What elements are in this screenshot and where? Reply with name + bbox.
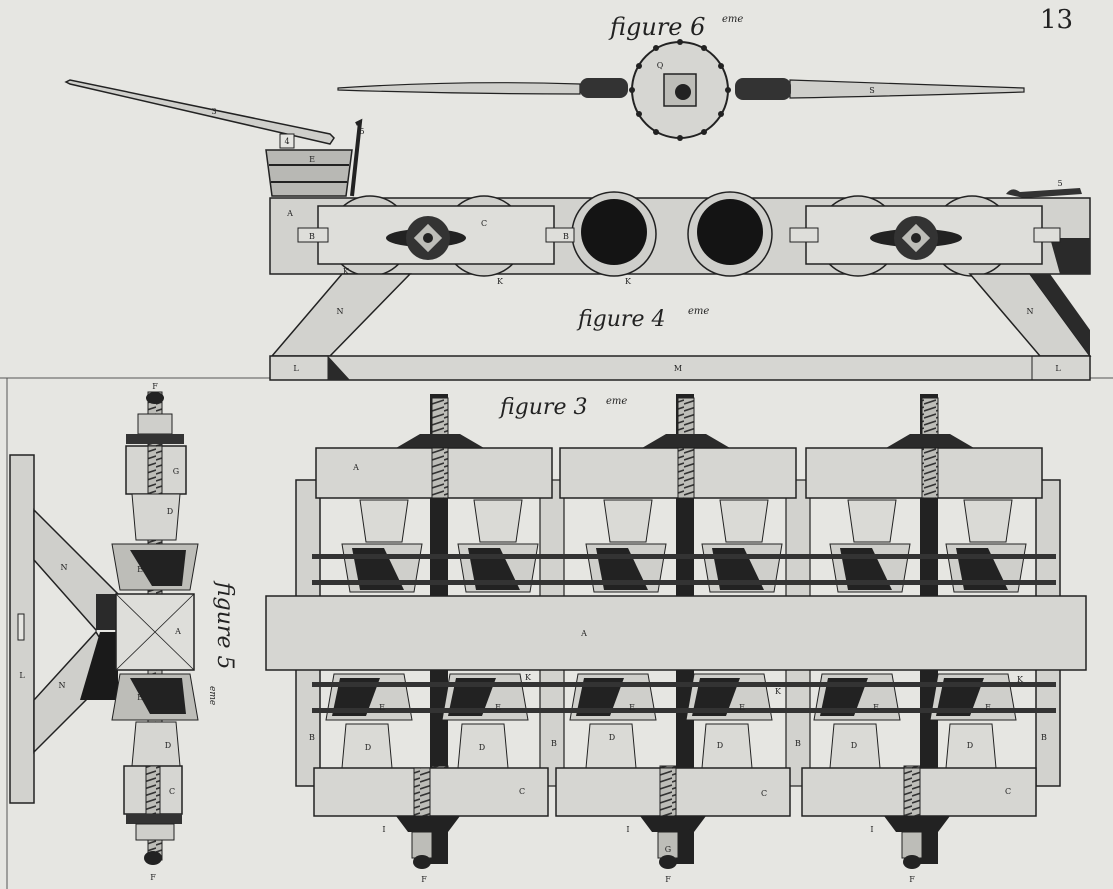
label-I-fig3-1: I: [382, 825, 385, 834]
label-K-fig4-1: K: [343, 267, 350, 276]
label-G-fig5-top: G: [173, 467, 179, 476]
figure-4-lever: [64, 79, 335, 145]
label-A-fig3: A: [580, 629, 587, 638]
label-C-fig3-2: C: [761, 789, 767, 798]
label-E-fig3-1: E: [379, 703, 385, 712]
label-F-fig3-3: F: [909, 875, 915, 884]
label-Q: Q: [657, 61, 664, 70]
label-B-fig3-2: B: [551, 739, 557, 748]
label-A-fig4: A: [286, 209, 293, 218]
label-E-fig3-5: E: [873, 703, 879, 712]
figure-4-right-hub: [870, 216, 962, 260]
figure-4-beam-shadow: [1050, 238, 1090, 274]
label-E-fig3-4: E: [739, 703, 745, 712]
label-D-fig3-5: D: [851, 741, 857, 750]
figure-4-bucket: [265, 149, 353, 197]
label-E-fig3-3: E: [629, 703, 635, 712]
label-B-fig3-4: B: [1041, 733, 1047, 742]
figure-4-left-hub: [386, 216, 466, 260]
label-C-fig5-bottom: C: [169, 787, 175, 796]
figure-5-lower-cup: [131, 721, 181, 767]
label-B-fig4-left: B: [309, 232, 315, 241]
label-4: 4: [284, 137, 289, 146]
label-L-fig4-right: L: [1055, 364, 1061, 373]
figure-6: figure 6 eme Q S: [337, 13, 1025, 141]
label-E-fig4: E: [309, 155, 315, 164]
label-D-fig3-1: D: [365, 743, 371, 752]
figure-5-caption: figure 5: [212, 580, 237, 669]
figure-6-axle: [675, 84, 691, 100]
figure-6-caption: figure 6: [608, 13, 705, 41]
figure-6-right-clamp: [735, 78, 791, 100]
label-I-fig3-3: I: [870, 825, 873, 834]
label-D-fig3-6: D: [967, 741, 973, 750]
figure-6-right-spoke: [789, 79, 1025, 99]
label-A-fig3-top: A: [352, 463, 359, 472]
page-number: 13: [1040, 5, 1073, 35]
label-N-fig5-bottom: N: [59, 681, 66, 690]
label-D-fig3-2: D: [479, 743, 485, 752]
label-F-fig5-bottom: F: [150, 873, 156, 882]
label-E-fig5-top: E: [137, 565, 143, 574]
label-E-fig3-6: E: [985, 703, 991, 712]
label-C-fig3-1: C: [519, 787, 525, 796]
figure-6-caption-sup: eme: [722, 14, 743, 25]
svg-text:figure 5: figure 5: [212, 580, 237, 669]
label-M-fig4: M: [674, 364, 682, 373]
label-K-fig3-1: K: [525, 673, 532, 682]
label-D-fig5-bottom: D: [165, 741, 171, 750]
label-K-fig3-2: K: [775, 687, 782, 696]
label-F-fig3-1: F: [421, 875, 427, 884]
figure-3-caption-sup: eme: [606, 396, 627, 407]
label-D-fig5-top: D: [167, 507, 173, 516]
figure-4-bucket-box: [279, 133, 295, 149]
label-D-fig3-4: D: [717, 741, 723, 750]
label-H-fig3: H: [689, 823, 696, 832]
label-C-fig3-3: C: [1005, 787, 1011, 796]
label-5-left: 5: [359, 127, 364, 136]
figure-5-upper-cup: [131, 493, 181, 541]
figure-4-caption-sup: eme: [688, 306, 709, 317]
figure-5: L N N F G D E A E D C F: [9, 382, 237, 882]
label-G-fig3: G: [665, 845, 671, 854]
label-N-fig5-top: N: [61, 563, 68, 572]
label-B-fig4-right: B: [563, 232, 569, 241]
figure-4-bucket-hook: [350, 118, 363, 197]
label-A-fig5: A: [174, 627, 181, 636]
label-C-fig4: C: [481, 219, 487, 228]
label-5-right: 5: [1057, 179, 1062, 188]
figure-5-caption-sup: eme: [207, 686, 217, 705]
label-L-fig5: L: [19, 671, 25, 680]
label-3: 3: [211, 107, 216, 116]
label-K-fig3-3: K: [1017, 675, 1024, 684]
label-I-fig3-2: I: [626, 825, 629, 834]
label-B-fig3-3: B: [795, 739, 801, 748]
figure-3-caption: figure 3: [498, 395, 587, 420]
label-F-fig5-top: F: [152, 382, 158, 391]
figure-6-gear-teeth: [629, 39, 731, 141]
label-K-fig4-3: K: [625, 277, 632, 286]
figure-4-right-hook: [1006, 188, 1082, 198]
label-B-fig3-1: B: [309, 733, 315, 742]
label-E-fig3-2: E: [495, 703, 501, 712]
label-L-fig4-left: L: [293, 364, 299, 373]
figure-4-caption: figure 4: [576, 307, 665, 332]
figure-6-left-clamp: [580, 78, 628, 98]
figure-3: figure 3 eme B B B B: [265, 394, 1087, 884]
label-D-fig3-3: D: [609, 733, 615, 742]
figure-6-left-spoke: [337, 82, 581, 95]
figure-3-tie-rods: [312, 554, 1056, 713]
figure-4: 3 4 5 E 5: [64, 79, 1092, 381]
figure-3-main-beam: [265, 595, 1087, 671]
label-N-fig4-right: N: [1027, 307, 1034, 316]
figure-4-base: [269, 355, 1091, 381]
label-S: S: [869, 86, 874, 95]
label-E-fig5-bottom: E: [137, 693, 143, 702]
label-K-fig4-2: K: [497, 277, 504, 286]
label-F-fig3-2: F: [665, 875, 671, 884]
label-N-fig4-left: N: [337, 307, 344, 316]
